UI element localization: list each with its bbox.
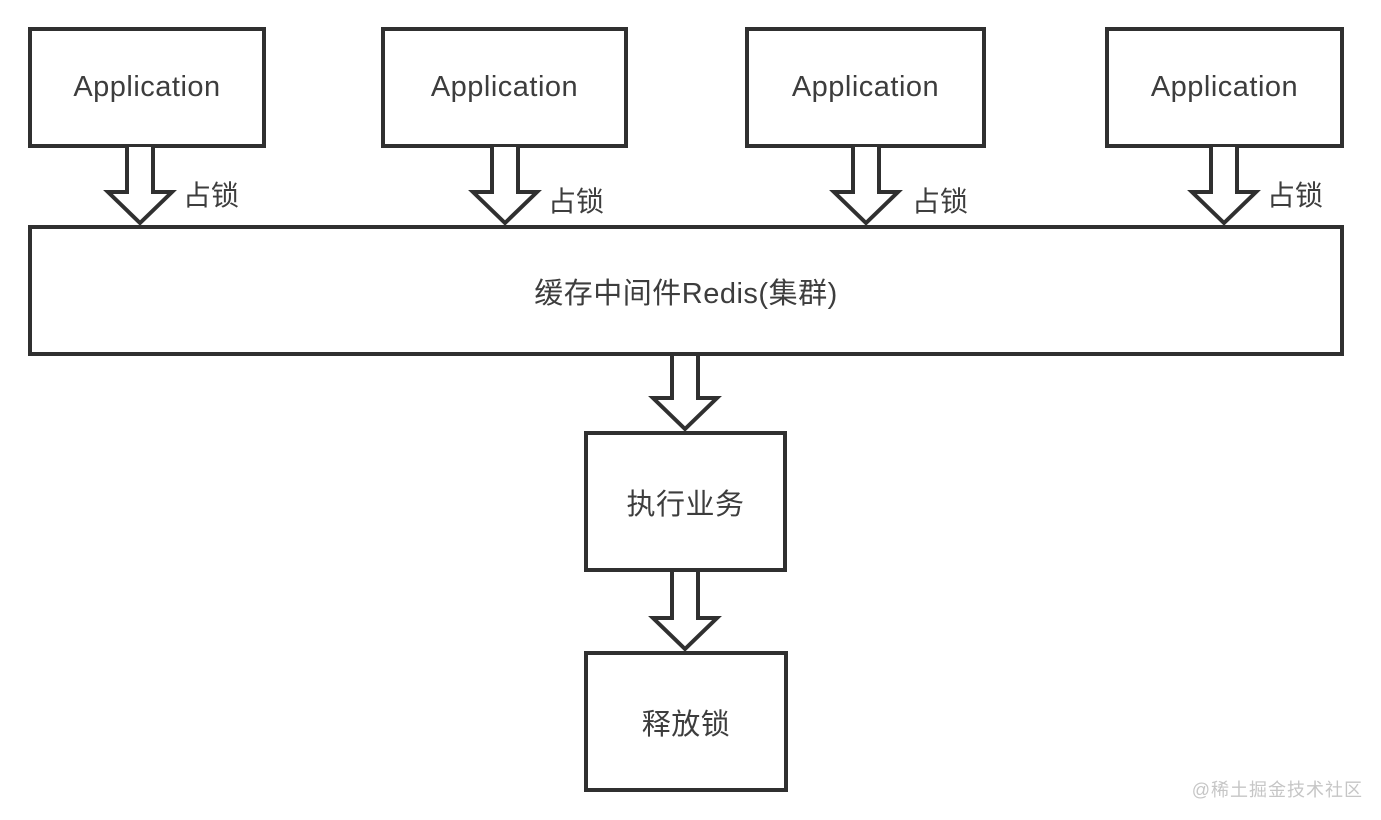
occupy-lock-arrow-3	[829, 147, 903, 226]
application-box-4-label: Application	[1150, 71, 1299, 103]
execute-to-release-arrow	[648, 572, 722, 652]
occupy-lock-arrow-4	[1187, 147, 1261, 226]
occupy-lock-arrow-1	[103, 147, 177, 226]
release-lock-box: 释放锁	[584, 651, 788, 792]
application-box-1: Application	[28, 27, 266, 148]
occupy-lock-label-3: 占锁	[912, 186, 969, 217]
occupy-lock-label-4: 占锁	[1267, 180, 1324, 211]
redis-cluster-label: 缓存中间件Redis(集群)	[534, 277, 838, 310]
occupy-lock-label-2: 占锁	[548, 186, 605, 217]
release-lock-label: 释放锁	[641, 708, 731, 741]
execute-business-box: 执行业务	[584, 431, 787, 572]
application-box-3-label: Application	[791, 71, 940, 103]
occupy-lock-arrow-2	[468, 147, 542, 226]
redis-to-execute-arrow	[648, 356, 722, 432]
application-box-2-label: Application	[430, 71, 579, 103]
application-box-1-label: Application	[73, 71, 221, 103]
application-box-2: Application	[381, 27, 628, 148]
watermark: @稀土掘金技术社区	[1191, 780, 1363, 800]
execute-business-label: 执行业务	[626, 488, 745, 521]
application-box-4: Application	[1105, 27, 1344, 148]
redis-cluster-box: 缓存中间件Redis(集群)	[28, 225, 1344, 356]
application-box-3: Application	[745, 27, 986, 148]
occupy-lock-label-1: 占锁	[183, 180, 240, 211]
